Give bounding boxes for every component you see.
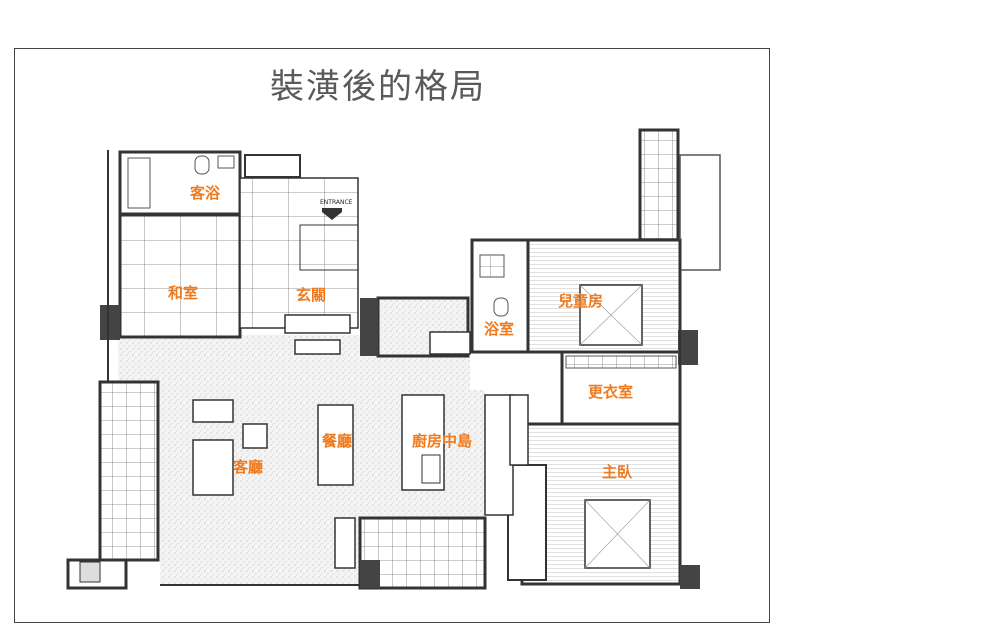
bottom-balcony xyxy=(358,516,487,590)
kitchen-island-label: 廚房中島 xyxy=(412,432,473,450)
dining-table xyxy=(317,404,354,486)
foyer-label: 玄關 xyxy=(296,286,327,304)
guest-bath-area xyxy=(118,150,242,216)
main-floor xyxy=(118,335,485,585)
japanese-room-area xyxy=(118,213,242,339)
guest-bath-label: 客浴 xyxy=(190,184,221,202)
dining-room-label: 餐廳 xyxy=(322,432,353,450)
kitchen-island xyxy=(401,394,445,491)
plan-title: 裝潢後的格局 xyxy=(270,67,486,107)
entrance-label: ENTRANCE xyxy=(320,199,353,206)
right-balcony xyxy=(638,128,680,242)
bathroom-label: 浴室 xyxy=(484,320,515,338)
master-bedroom-label: 主臥 xyxy=(602,463,633,481)
left-balcony xyxy=(98,380,160,562)
walk-in-closet-label: 更衣室 xyxy=(588,383,634,401)
entrance-arrow xyxy=(322,208,342,220)
living-room-label: 客廳 xyxy=(233,458,264,476)
sofa xyxy=(192,439,234,496)
kids-room-label: 兒童房 xyxy=(558,292,604,310)
japanese-room-label: 和室 xyxy=(168,284,199,302)
